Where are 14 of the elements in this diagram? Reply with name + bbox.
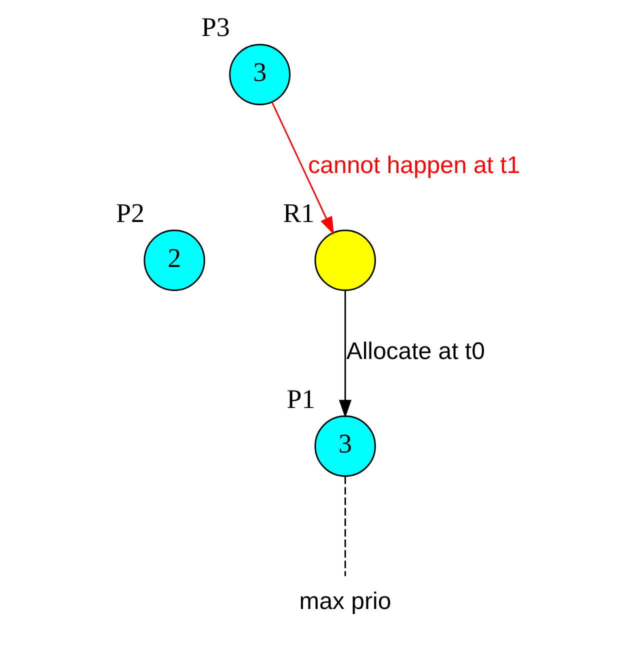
arrow xyxy=(270,102,334,235)
node-label: R1 xyxy=(282,198,314,228)
edge-label: Allocate at t0 xyxy=(346,338,484,365)
arrow xyxy=(338,290,352,418)
node-text: max prio xyxy=(298,588,391,616)
node-circle xyxy=(314,230,376,292)
node-circle: 2 xyxy=(143,230,205,292)
connector xyxy=(344,476,346,576)
node-circle: 3 xyxy=(314,415,376,477)
node-label: P1 xyxy=(286,384,315,414)
node-label: P3 xyxy=(200,12,230,42)
edge-label: cannot happen at t1 xyxy=(308,152,520,180)
node-circle: 3 xyxy=(228,44,290,106)
node-label: P2 xyxy=(115,198,144,228)
